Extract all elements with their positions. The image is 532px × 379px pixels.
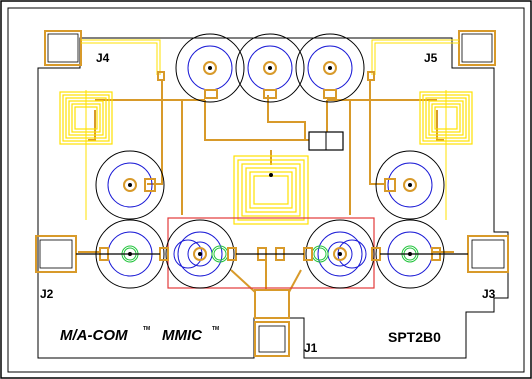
spiral-inductor-center [233,155,309,225]
j4-pad-inner [47,33,79,63]
j4-pad-outer [44,30,82,66]
j1-pad-upper [254,289,290,319]
j2-label: J2 [40,287,54,301]
j4-label: J4 [96,51,110,65]
j2-pad-inner [39,239,73,269]
mmic-trademark: TM [212,326,219,332]
board-inner-frame [7,7,525,373]
j3-pad-inner [471,239,505,269]
j5-label: J5 [424,51,438,65]
j3-label: J3 [482,287,496,301]
j5-pad-outer [458,30,496,66]
bias-feed-lines [81,39,459,220]
j5-pad-inner [461,33,493,63]
macom-logo: M/A-COM TM [60,326,150,344]
mounting-circles [95,33,445,289]
mmic-logo: MMIC TM [162,326,219,344]
part-number-label: SPT2B0 [388,329,441,345]
spiral-inductor-left [59,91,113,145]
mmic-logo-text: MMIC [162,327,203,344]
macom-trademark: TM [143,326,150,332]
j1-pad-inner [258,325,286,353]
via-holes [128,66,412,256]
j1-pad-lower [254,321,290,357]
spiral-inductor-right [419,91,473,145]
j1-label: J1 [304,341,318,355]
macom-logo-text: M/A-COM [60,327,128,344]
